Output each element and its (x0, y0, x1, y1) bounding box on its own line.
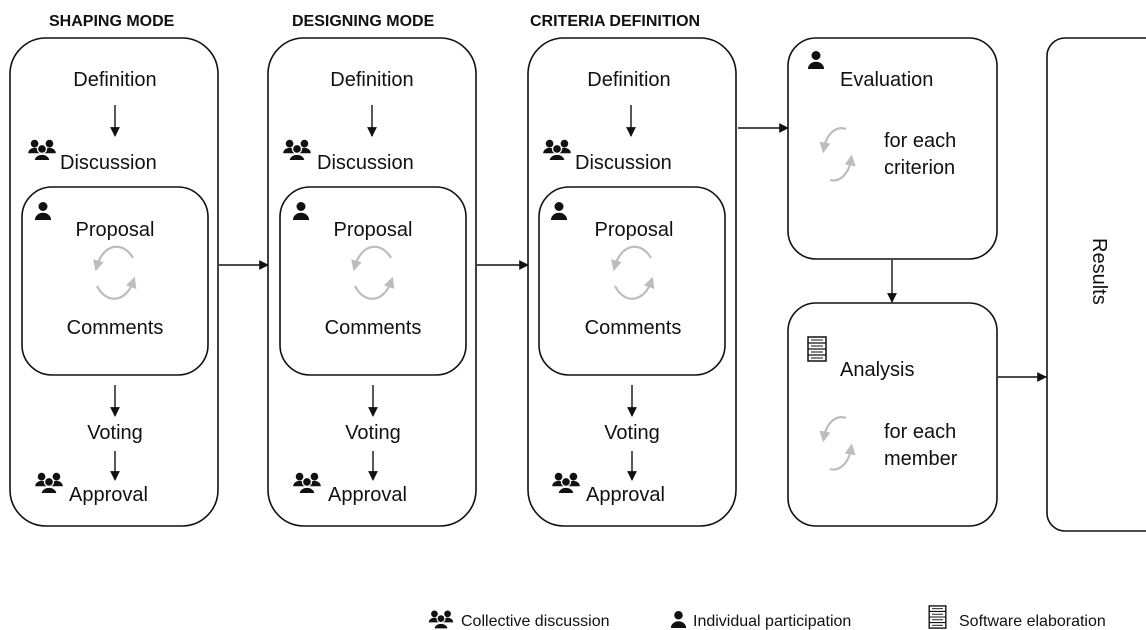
legend-software: Software elaboration (959, 613, 1106, 630)
results-label: Results (1088, 238, 1110, 305)
column-title: DESIGNING MODE (292, 13, 435, 30)
evaluation-title: Evaluation (840, 69, 933, 91)
comments-label: Comments (585, 317, 682, 339)
approval-label: Approval (328, 484, 407, 506)
voting-label: Voting (604, 422, 660, 444)
discussion-label: Discussion (575, 152, 672, 174)
analysis-frame (787, 302, 998, 527)
voting-label: Voting (345, 422, 401, 444)
analysis-loop-line2: member (884, 448, 958, 470)
column-criteria-definition: CRITERIA DEFINITION Definition Discussio… (527, 13, 737, 527)
definition-label: Definition (73, 69, 156, 91)
proposal-label: Proposal (595, 219, 674, 241)
discussion-label: Discussion (317, 152, 414, 174)
legend: Collective discussion Individual partici… (428, 605, 1106, 630)
analysis-box: Analysis for each member (787, 302, 998, 527)
comments-label: Comments (325, 317, 422, 339)
proposal-label: Proposal (334, 219, 413, 241)
definition-label: Definition (330, 69, 413, 91)
column-designing-mode: DESIGNING MODE Definition Discussion Pro… (267, 13, 477, 527)
cycle-icon (819, 416, 856, 471)
voting-label: Voting (87, 422, 143, 444)
legend-collective: Collective discussion (461, 613, 610, 630)
cycle-icon (611, 245, 655, 300)
server-icon (807, 336, 827, 362)
column-shaping-mode: SHAPING MODE Definition Discussion Propo… (9, 13, 219, 527)
definition-label: Definition (587, 69, 670, 91)
results-frame (1046, 37, 1146, 532)
column-title: CRITERIA DEFINITION (530, 13, 700, 30)
discussion-label: Discussion (60, 152, 157, 174)
server-icon (928, 605, 947, 629)
proposal-loop-box (538, 186, 726, 376)
proposal-loop-box (279, 186, 467, 376)
legend-individual: Individual participation (693, 613, 851, 630)
column-title: SHAPING MODE (49, 13, 175, 30)
cycle-icon (819, 127, 856, 182)
proposal-loop-box (21, 186, 209, 376)
evaluation-frame (787, 37, 998, 260)
analysis-title: Analysis (840, 359, 914, 381)
cycle-icon (93, 245, 137, 300)
results-box: Results (1046, 37, 1146, 532)
comments-label: Comments (67, 317, 164, 339)
proposal-label: Proposal (76, 219, 155, 241)
analysis-loop-line1: for each (884, 421, 956, 443)
evaluation-loop-line1: for each (884, 130, 956, 152)
evaluation-loop-line2: criterion (884, 157, 955, 179)
approval-label: Approval (586, 484, 665, 506)
evaluation-box: Evaluation for each criterion (787, 37, 998, 260)
group-icon (428, 609, 454, 630)
cycle-icon (351, 245, 395, 300)
person-icon (670, 611, 687, 628)
approval-label: Approval (69, 484, 148, 506)
